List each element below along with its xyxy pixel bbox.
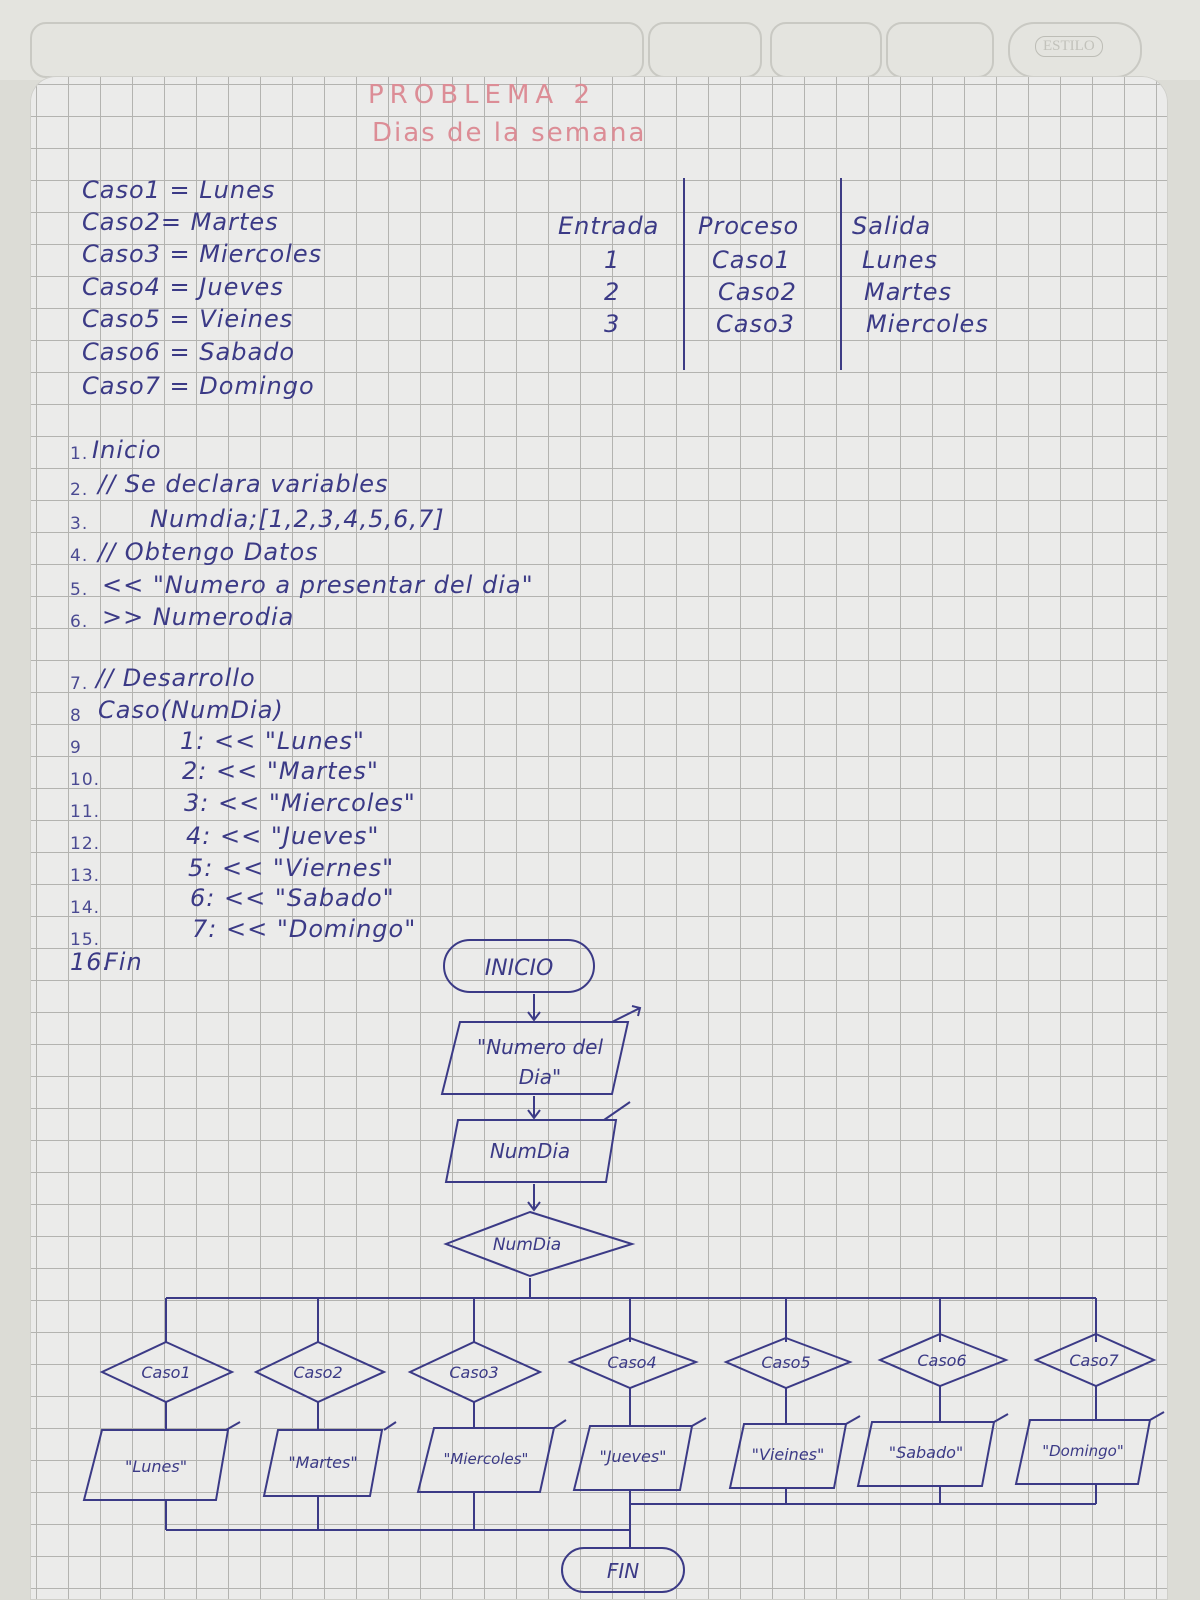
merge-bus [166, 1503, 1096, 1531]
output-label: "Numero del [477, 1035, 603, 1059]
code-line: 2: << "Martes" [182, 757, 379, 785]
code-line: 7: << "Domingo" [192, 915, 417, 943]
line-number: 12. [70, 834, 101, 854]
flow-arrow [527, 1184, 541, 1212]
caso-item: Caso2= Martes [82, 208, 279, 236]
code-line: 4: << "Jueves" [186, 822, 380, 850]
case-label: Caso7 [1069, 1351, 1119, 1370]
caso-item: Caso1 = Lunes [82, 176, 276, 204]
line-number: 16. [70, 948, 112, 976]
code-line: Inicio [92, 436, 162, 464]
input-shape [444, 1119, 618, 1183]
input-arrow-icon [603, 1101, 631, 1121]
code-line: // Desarrollo [96, 664, 256, 692]
decision-diamond [443, 1210, 636, 1278]
caso-item: Caso5 = Vieines [82, 305, 294, 333]
table-cell: Caso2 [718, 278, 797, 306]
case-output-label: "Jueves" [599, 1447, 666, 1466]
line-number: 10. [70, 770, 101, 790]
case-label: Caso1 [141, 1363, 190, 1382]
table-cell: Martes [864, 278, 952, 306]
caso-item: Caso6 = Sabado [82, 338, 296, 366]
case-output-label: "Sabado" [889, 1443, 964, 1462]
line-number: 2. [70, 480, 89, 500]
decision-label: NumDia [493, 1235, 561, 1255]
table-divider [683, 178, 685, 370]
line-number: 13. [70, 866, 101, 886]
case-label: Caso3 [449, 1363, 498, 1382]
output-label: Dia" [519, 1065, 561, 1089]
code-line: >> Numerodia [102, 603, 295, 631]
case-label: Caso5 [761, 1353, 810, 1372]
end-terminal [561, 1547, 685, 1593]
branch-lines [165, 1298, 1097, 1342]
table-cell: Lunes [862, 246, 939, 274]
table-cell: 3 [604, 310, 621, 338]
table-cell: 1 [604, 246, 621, 274]
code-line: // Obtengo Datos [98, 538, 319, 566]
line-number: 8 [70, 706, 82, 726]
code-line: // Se declara variables [98, 470, 389, 498]
code-line: 6: << "Sabado" [190, 884, 395, 912]
line-number: 11. [70, 802, 101, 822]
table-header: Entrada [558, 212, 660, 240]
line-number: 7. [70, 674, 89, 694]
case-label: Caso4 [607, 1353, 656, 1372]
line-number: 4. [70, 546, 89, 566]
case-output-label: "Domingo" [1042, 1442, 1124, 1460]
code-line: Caso(NumDia) [98, 696, 284, 724]
table-cell: Miercoles [866, 310, 989, 338]
table-cell: 2 [604, 278, 621, 306]
caso-item: Caso4 = Jueves [82, 273, 284, 301]
flow-arrow [527, 994, 541, 1022]
end-label: FIN [607, 1559, 639, 1583]
brand-label: ESTILO [1035, 36, 1103, 57]
case-output [262, 1429, 384, 1497]
code-line: Numdia;[1,2,3,4,5,6,7] [150, 505, 445, 533]
line-number: 15. [70, 930, 101, 950]
case-label: Caso2 [293, 1363, 342, 1382]
case-output-label: "Martes" [288, 1453, 357, 1472]
case-output [856, 1421, 996, 1487]
line-number: 5. [70, 580, 89, 600]
table-cell: Caso1 [712, 246, 791, 274]
line-number: 9 [70, 738, 82, 758]
flow-arrow [527, 1096, 541, 1120]
case-output [416, 1427, 556, 1493]
line-number: 3. [70, 514, 89, 534]
start-terminal [443, 939, 595, 993]
caso-item: Caso7 = Domingo [82, 372, 315, 400]
table-header: Proceso [698, 212, 800, 240]
table-cell: Caso3 [716, 310, 795, 338]
code-line: 3: << "Miercoles" [184, 789, 416, 817]
problem-subtitle: Dias de la semana [372, 118, 647, 148]
table-divider [840, 178, 842, 370]
code-line: 1: << "Lunes" [180, 727, 365, 755]
output-arrow-icon [611, 1005, 642, 1023]
table-header: Salida [852, 212, 932, 240]
start-label: INICIO [485, 956, 554, 981]
case-output-label: "Vieines" [752, 1445, 825, 1464]
input-label: NumDia [490, 1139, 570, 1163]
code-line: << "Numero a presentar del dia" [102, 571, 534, 599]
caso-item: Caso3 = Miercoles [82, 240, 323, 268]
case-output-label: "Lunes" [125, 1457, 187, 1476]
case-output-label: "Miercoles" [444, 1450, 529, 1468]
problem-title: PROBLEMA 2 [368, 80, 596, 110]
line-number: 6. [70, 612, 89, 632]
case-output [82, 1429, 230, 1501]
case-output [1014, 1419, 1152, 1485]
branch-lines [165, 1386, 1097, 1430]
code-line: Fin [104, 948, 143, 976]
output-arrow-icons [225, 1411, 1165, 1431]
case-label: Caso6 [917, 1351, 966, 1370]
line-number: 14. [70, 898, 101, 918]
case-output [572, 1425, 694, 1491]
output-shape [440, 1021, 630, 1095]
line-number: 1. [70, 444, 89, 464]
case-output [728, 1423, 848, 1489]
code-line: 5: << "Viernes" [188, 854, 395, 882]
grid-paper [30, 76, 1168, 1600]
